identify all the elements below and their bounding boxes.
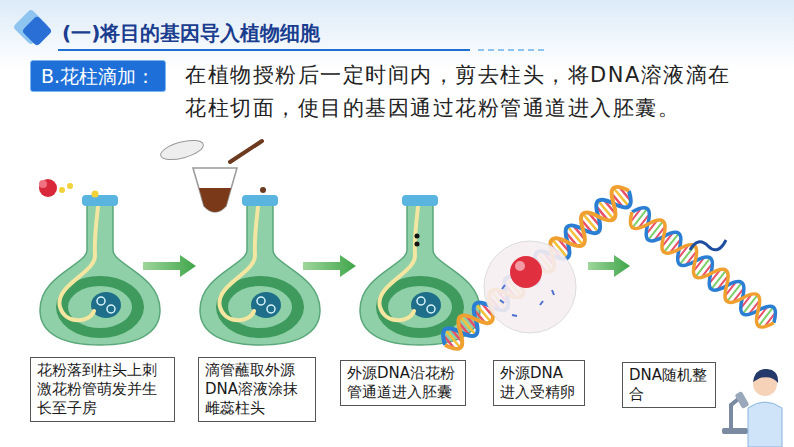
stage-4-zygote bbox=[437, 182, 636, 355]
lab-coat bbox=[748, 402, 782, 447]
pollen-grain bbox=[59, 187, 65, 193]
flower bbox=[39, 179, 57, 197]
icon-diamond bbox=[21, 15, 52, 46]
scientist-icon bbox=[722, 369, 782, 447]
step-caption: 外源DNA沿花粉管通道进入胚囊 bbox=[340, 360, 466, 406]
stage-3-tube bbox=[360, 195, 480, 345]
dropper bbox=[230, 141, 262, 162]
pollen-grain bbox=[92, 191, 99, 198]
step-caption: 花粉落到柱头上刺激花粉管萌发并生长至子房 bbox=[30, 357, 175, 422]
step-caption: 外源DNA进入受精卵 bbox=[493, 360, 585, 406]
pistil-figure bbox=[40, 195, 160, 345]
pistil-figure bbox=[200, 195, 320, 345]
dna-dot bbox=[415, 234, 420, 239]
node-text: 花粉落到柱头上刺激花粉管萌发并生长至子房 bbox=[37, 361, 168, 418]
step-caption: 滴管蘸取外源DNA溶液涂抹雌蕊柱头 bbox=[198, 357, 316, 422]
inserted-strand bbox=[690, 240, 726, 250]
title-underline bbox=[58, 50, 545, 51]
tube-cap bbox=[159, 137, 206, 164]
pistil-figure bbox=[360, 195, 480, 345]
step-caption: DNA随机整合 bbox=[622, 362, 716, 408]
node-text: B.花柱滴加： bbox=[41, 62, 155, 90]
nucleus bbox=[510, 256, 542, 288]
hair bbox=[753, 369, 778, 383]
underline bbox=[58, 49, 470, 51]
dna-drop bbox=[260, 187, 266, 193]
pollen-grain bbox=[67, 183, 73, 189]
dna-solution bbox=[199, 188, 231, 212]
cell-fragments bbox=[500, 285, 554, 316]
node-text: DNA随机整合 bbox=[629, 366, 709, 404]
slide-title: (一)将目的基因导入植物细胞 bbox=[62, 20, 320, 47]
flower-petal bbox=[39, 180, 47, 188]
stage-5-integration bbox=[625, 203, 782, 333]
zygote bbox=[484, 241, 576, 333]
green-arrow bbox=[303, 255, 356, 277]
description-text: 在植物授粉后一定时间内，剪去柱头，将DNA溶液滴在花柱切面，使目的基因通过花粉管… bbox=[185, 59, 745, 125]
stage-2-dropper bbox=[159, 137, 320, 345]
dna-dot bbox=[415, 242, 420, 247]
green-arrow bbox=[588, 255, 630, 277]
microscope-tube bbox=[735, 391, 750, 409]
underline-dash bbox=[478, 49, 545, 51]
dna-helix bbox=[437, 182, 636, 355]
nucleus-shine bbox=[515, 261, 525, 271]
dna-helix bbox=[625, 203, 782, 333]
green-arrow bbox=[143, 255, 196, 277]
tube bbox=[193, 168, 237, 212]
section-tag: B.花柱滴加： bbox=[30, 60, 166, 92]
process-arrows bbox=[143, 255, 630, 277]
microscope-base bbox=[722, 428, 748, 434]
stage-1-flower bbox=[39, 179, 160, 345]
node-text: 滴管蘸取外源DNA溶液涂抹雌蕊柱头 bbox=[205, 361, 309, 418]
node-text: 外源DNA进入受精卵 bbox=[500, 364, 578, 402]
node-text: 外源DNA沿花粉管通道进入胚囊 bbox=[347, 364, 459, 402]
header-icon bbox=[13, 9, 53, 47]
